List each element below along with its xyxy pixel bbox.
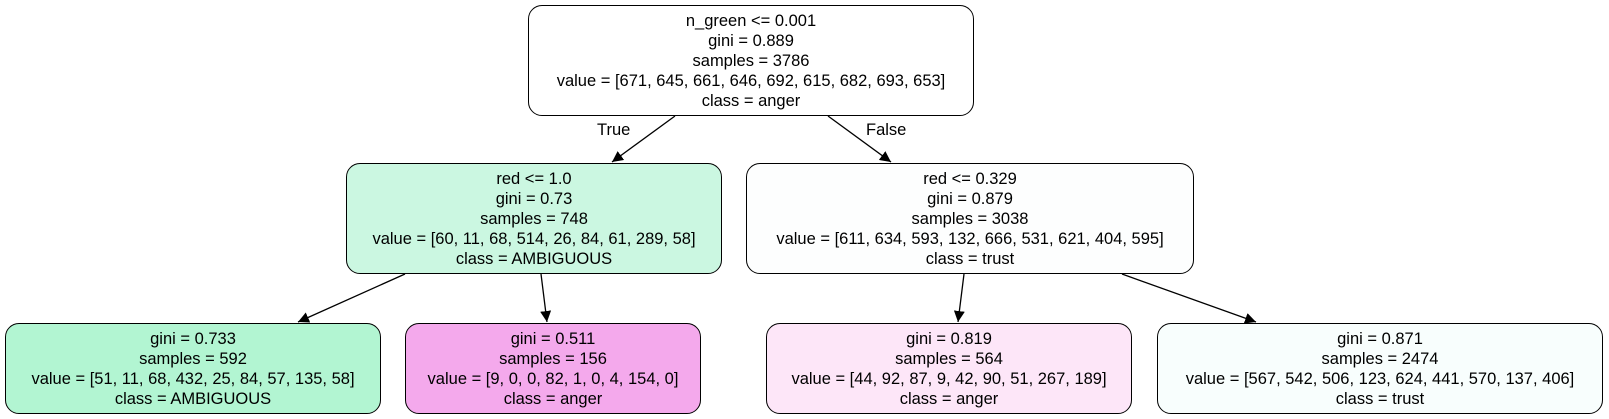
node-samples: samples = 2474 (1321, 349, 1439, 368)
edge-right-leaf-rl (953, 273, 965, 323)
node-split-rule: n_green <= 0.001 (685, 11, 817, 30)
node-samples: samples = 564 (895, 349, 1003, 368)
node-samples: samples = 592 (139, 349, 247, 368)
node-value: value = [60, 11, 68, 514, 26, 84, 61, 28… (372, 229, 696, 248)
node-class: class = trust (1335, 389, 1425, 408)
node-gini: gini = 0.733 (150, 329, 236, 348)
node-gini: gini = 0.879 (927, 189, 1013, 208)
node-split-rule: red <= 0.329 (923, 169, 1017, 188)
node-gini: gini = 0.819 (906, 329, 992, 348)
node-gini: gini = 0.73 (495, 189, 573, 208)
node-value: value = [44, 92, 87, 9, 42, 90, 51, 267,… (791, 369, 1107, 388)
node-value: value = [671, 645, 661, 646, 692, 615, 6… (556, 71, 946, 90)
node-gini: gini = 0.871 (1337, 329, 1423, 348)
tree-leaf-right-left: gini = 0.819 samples = 564 value = [44, … (766, 323, 1132, 414)
tree-leaf-left-right: gini = 0.511 samples = 156 value = [9, 0… (405, 323, 701, 414)
edge-root-left (611, 115, 676, 163)
tree-node-right: red <= 0.329 gini = 0.879 samples = 3038… (746, 163, 1194, 274)
node-samples: samples = 3786 (692, 51, 810, 70)
node-samples: samples = 748 (480, 209, 588, 228)
node-class: class = AMBIGUOUS (455, 249, 613, 268)
edge-root-right (827, 115, 892, 163)
node-value: value = [51, 11, 68, 432, 25, 84, 57, 13… (31, 369, 355, 388)
node-value: value = [9, 0, 0, 82, 1, 0, 4, 154, 0] (427, 369, 679, 388)
node-class: class = AMBIGUOUS (114, 389, 272, 408)
node-samples: samples = 3038 (911, 209, 1029, 228)
edge-left-leaf-lr (540, 273, 552, 323)
node-gini: gini = 0.511 (510, 329, 596, 348)
edge-right-leaf-rr (1121, 273, 1257, 324)
edge-label-true: True (597, 121, 631, 139)
tree-node-root: n_green <= 0.001 gini = 0.889 samples = … (528, 5, 974, 116)
node-gini: gini = 0.889 (708, 31, 794, 50)
node-class: class = trust (925, 249, 1015, 268)
node-value: value = [611, 634, 593, 132, 666, 531, 6… (776, 229, 1164, 248)
node-value: value = [567, 542, 506, 123, 624, 441, 5… (1185, 369, 1575, 388)
node-split-rule: red <= 1.0 (496, 169, 572, 188)
tree-leaf-right-right: gini = 0.871 samples = 2474 value = [567… (1157, 323, 1603, 414)
edge-left-leaf-ll (297, 273, 406, 323)
node-class: class = anger (701, 91, 801, 110)
node-samples: samples = 156 (499, 349, 607, 368)
node-class: class = anger (503, 389, 603, 408)
tree-leaf-left-left: gini = 0.733 samples = 592 value = [51, … (5, 323, 381, 414)
node-class: class = anger (899, 389, 999, 408)
edge-label-false: False (866, 121, 907, 139)
tree-node-left: red <= 1.0 gini = 0.73 samples = 748 val… (346, 163, 722, 274)
